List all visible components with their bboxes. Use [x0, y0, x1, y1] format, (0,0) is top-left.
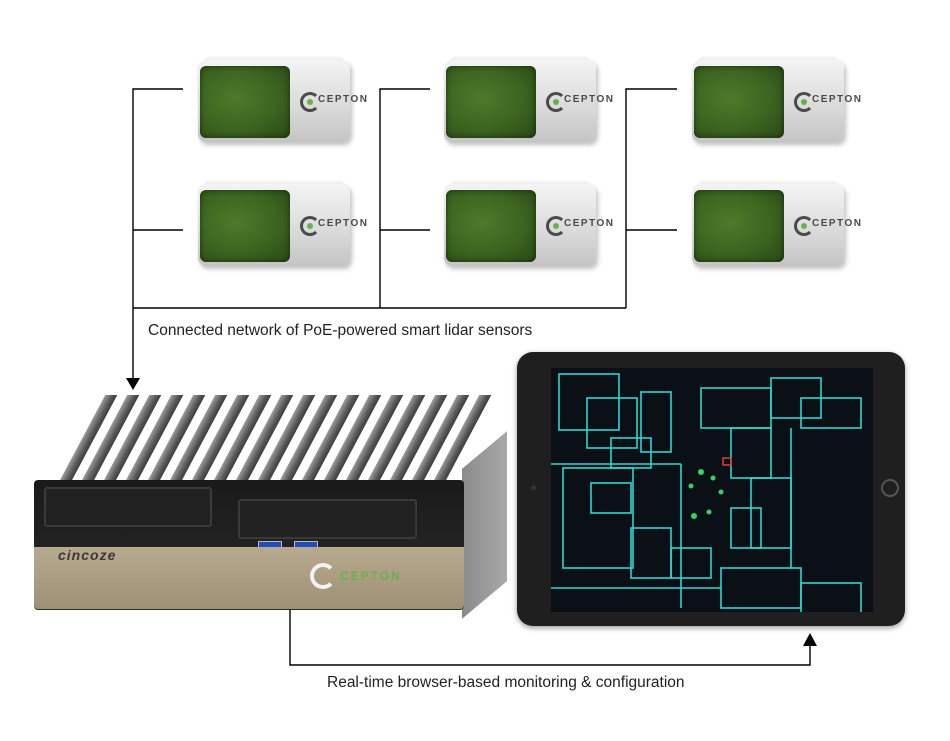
cepton-logo-icon: [300, 216, 320, 236]
cepton-logo-icon: [546, 216, 566, 236]
tablet: [517, 352, 905, 626]
cepton-logo-icon: [794, 92, 814, 112]
arrow-down-icon: [126, 378, 140, 390]
connector-col3: [625, 88, 677, 308]
computer-logo-text: CEPTON: [340, 569, 402, 583]
sensor-brand: CEPTON: [812, 218, 863, 229]
drive-bay: [238, 499, 417, 539]
connector-col1: [132, 88, 183, 380]
floorplan-map: [551, 373, 862, 612]
cepton-logo-icon: [310, 563, 336, 589]
lidar-sensor: CEPTON: [692, 56, 861, 148]
lidar-sensor: CEPTON: [198, 180, 367, 272]
monitoring-caption: Real-time browser-based monitoring & con…: [327, 674, 685, 691]
home-button-icon: [881, 479, 899, 497]
front-panel: [34, 547, 464, 609]
cepton-logo-icon: [300, 92, 320, 112]
arrow-up-icon: [803, 633, 817, 646]
sensor-brand: CEPTON: [564, 218, 615, 229]
cepton-logo-icon: [794, 216, 814, 236]
sensor-brand: CEPTON: [564, 94, 615, 105]
drive-bay: [44, 487, 212, 527]
lidar-sensor: CEPTON: [198, 56, 367, 148]
sensor-brand: CEPTON: [318, 218, 369, 229]
connector-col2: [379, 88, 430, 308]
cepton-logo-icon: [546, 92, 566, 112]
sensor-brand: CEPTON: [318, 94, 369, 105]
network-caption: Connected network of PoE-powered smart l…: [148, 322, 533, 339]
heatsink-fins: [54, 395, 492, 490]
lidar-sensor: CEPTON: [444, 180, 613, 272]
edge-computer: cincoze CEPTON: [22, 395, 507, 620]
lidar-sensor: CEPTON: [692, 180, 861, 272]
sensor-brand: CEPTON: [812, 94, 863, 105]
floorplan-screen: [551, 368, 873, 612]
computer-brand: cincoze: [58, 547, 117, 563]
lidar-sensor: CEPTON: [444, 56, 613, 148]
camera-icon: [531, 485, 536, 490]
connector-monitor: [289, 610, 811, 666]
